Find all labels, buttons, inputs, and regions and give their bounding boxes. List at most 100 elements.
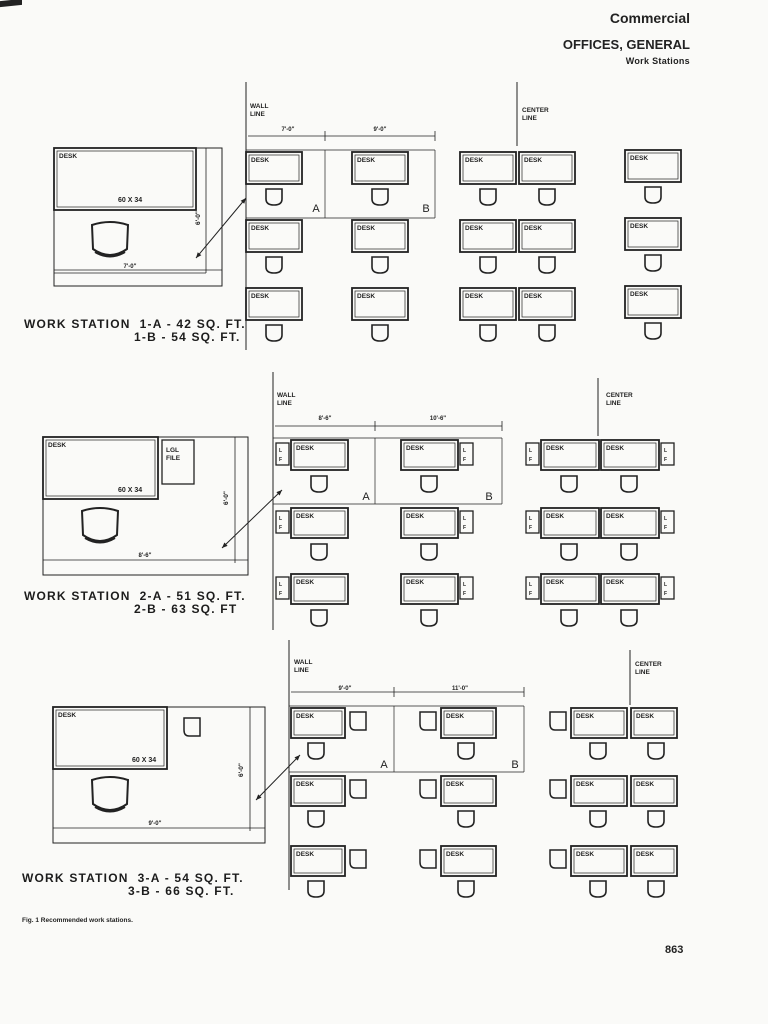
ws1-chair-b: [371, 188, 389, 206]
ws3-detail-chair-icon: [90, 776, 130, 811]
ws2-file-b: [459, 576, 474, 600]
file-label-f: F: [664, 591, 667, 597]
desk-label: DESK: [606, 445, 624, 452]
arrowhead: [256, 794, 262, 800]
file-label-l: L: [463, 448, 466, 454]
desk-inner-edge: [627, 220, 679, 248]
desk-inner-edge: [543, 442, 597, 468]
file-label-f: F: [463, 591, 466, 597]
desk-label: DESK: [357, 293, 375, 300]
desk-inner-edge: [521, 290, 573, 318]
ws1-chair-b: [371, 256, 389, 274]
desk-label: DESK: [630, 223, 648, 230]
ws2-chair-d: [620, 475, 638, 493]
desk-label: DESK: [576, 851, 594, 858]
ws2-chair-c: [560, 475, 578, 493]
ws2-chair-b: [420, 543, 438, 561]
ws1-label-b: 1-B - 54 SQ. FT.: [134, 330, 241, 344]
desk-inner-edge: [633, 710, 675, 736]
ws1-desk-b: [351, 151, 409, 185]
desk-inner-edge: [248, 222, 300, 250]
ws2-desk-c: [540, 573, 600, 605]
desk-label: DESK: [59, 153, 77, 160]
desk-label: DESK: [636, 851, 654, 858]
file-label-l: L: [463, 582, 466, 588]
desk-label: DESK: [546, 445, 564, 452]
file-label-f: F: [279, 591, 282, 597]
desk-inner-edge: [633, 848, 675, 874]
file-label-f: F: [664, 457, 667, 463]
ws3-chair-b: [457, 880, 475, 898]
desk-label: DESK: [606, 513, 624, 520]
desk-label: DESK: [296, 781, 314, 788]
ws2-chair-d: [620, 609, 638, 627]
ws3-center-label-line2: LINE: [635, 669, 650, 676]
file-label-l: L: [279, 448, 282, 454]
ws3-depth-label: 6'-0": [238, 763, 245, 777]
desk-inner-edge: [293, 848, 343, 874]
ws2-file-c: [525, 510, 540, 534]
desk-label: DESK: [446, 851, 464, 858]
file-label-l: L: [664, 516, 667, 522]
ws3-dim-a: 9'-0": [339, 686, 352, 692]
ws1-desk-e: [624, 285, 682, 319]
ws3-chair-d: [647, 810, 665, 828]
desk-inner-edge: [354, 290, 406, 318]
desk-label: DESK: [406, 579, 424, 586]
ws1-wall-label-line2: LINE: [250, 111, 265, 118]
ws1-desk-a: [245, 287, 303, 321]
ws2-desk-a: [290, 507, 349, 539]
ws2-file-d: [660, 576, 675, 600]
ws2-desk-size: 60 X 34: [118, 487, 142, 494]
desk-inner-edge: [354, 222, 406, 250]
ws2-desk-d: [600, 507, 660, 539]
ws2-file-d: [660, 510, 675, 534]
desk-label: DESK: [524, 293, 542, 300]
ws3-side-chair-a: [349, 711, 367, 731]
desk-label: DESK: [546, 579, 564, 586]
ws1-desk-b: [351, 219, 409, 253]
ws2-chair-a: [310, 609, 328, 627]
ws1-desk-e: [624, 217, 682, 251]
ws1-desk-a: [245, 219, 303, 253]
ws2-dim-b: 10'-6": [430, 416, 446, 422]
ws1-desk-size: 60 X 34: [118, 197, 142, 204]
ws2-file-a: [275, 576, 290, 600]
file-label-f: F: [463, 457, 466, 463]
desk-inner-edge: [45, 439, 156, 497]
ws2-width-label: 8'-6": [139, 553, 152, 559]
ws2-legal-file: [161, 439, 195, 485]
desk-label: DESK: [576, 713, 594, 720]
ws3-desk-c: [570, 845, 628, 877]
ws3-side-chair-c: [549, 849, 567, 869]
ws2-depth-label: 6'-0": [223, 491, 230, 505]
ws2-chair-c: [560, 543, 578, 561]
file-label-f: F: [279, 457, 282, 463]
desk-inner-edge: [354, 154, 406, 182]
ws3-desk-size: 60 X 34: [132, 757, 156, 764]
desk-label: DESK: [406, 513, 424, 520]
file-label-f: F: [529, 457, 532, 463]
ws1-chair-c: [479, 324, 497, 342]
ws3-center-label-line1: CENTER: [635, 661, 662, 668]
ws1-chair-a: [265, 324, 283, 342]
ws2-chair-a: [310, 543, 328, 561]
ws1-zone-a: A: [312, 203, 320, 215]
desk-inner-edge: [573, 848, 625, 874]
desk-label: DESK: [58, 712, 76, 719]
file-label-f: F: [529, 591, 532, 597]
desk-label: DESK: [630, 291, 648, 298]
ws3-side-chair-a: [349, 849, 367, 869]
desk-label: DESK: [446, 713, 464, 720]
dimension-line: [221, 489, 283, 549]
ws3-desk-d: [630, 845, 678, 877]
desk-inner-edge: [627, 152, 679, 180]
ws3-chair-a: [307, 880, 325, 898]
ws1-chair-e: [644, 322, 662, 340]
ws2-desk-a: [290, 439, 349, 471]
ws2-file-b: [459, 442, 474, 466]
ws1-dim-b: 9'-0": [374, 127, 387, 133]
ws2-chair-b: [420, 609, 438, 627]
ws1-zone-b: B: [422, 203, 429, 215]
ws3-side-chair-b: [419, 779, 437, 799]
